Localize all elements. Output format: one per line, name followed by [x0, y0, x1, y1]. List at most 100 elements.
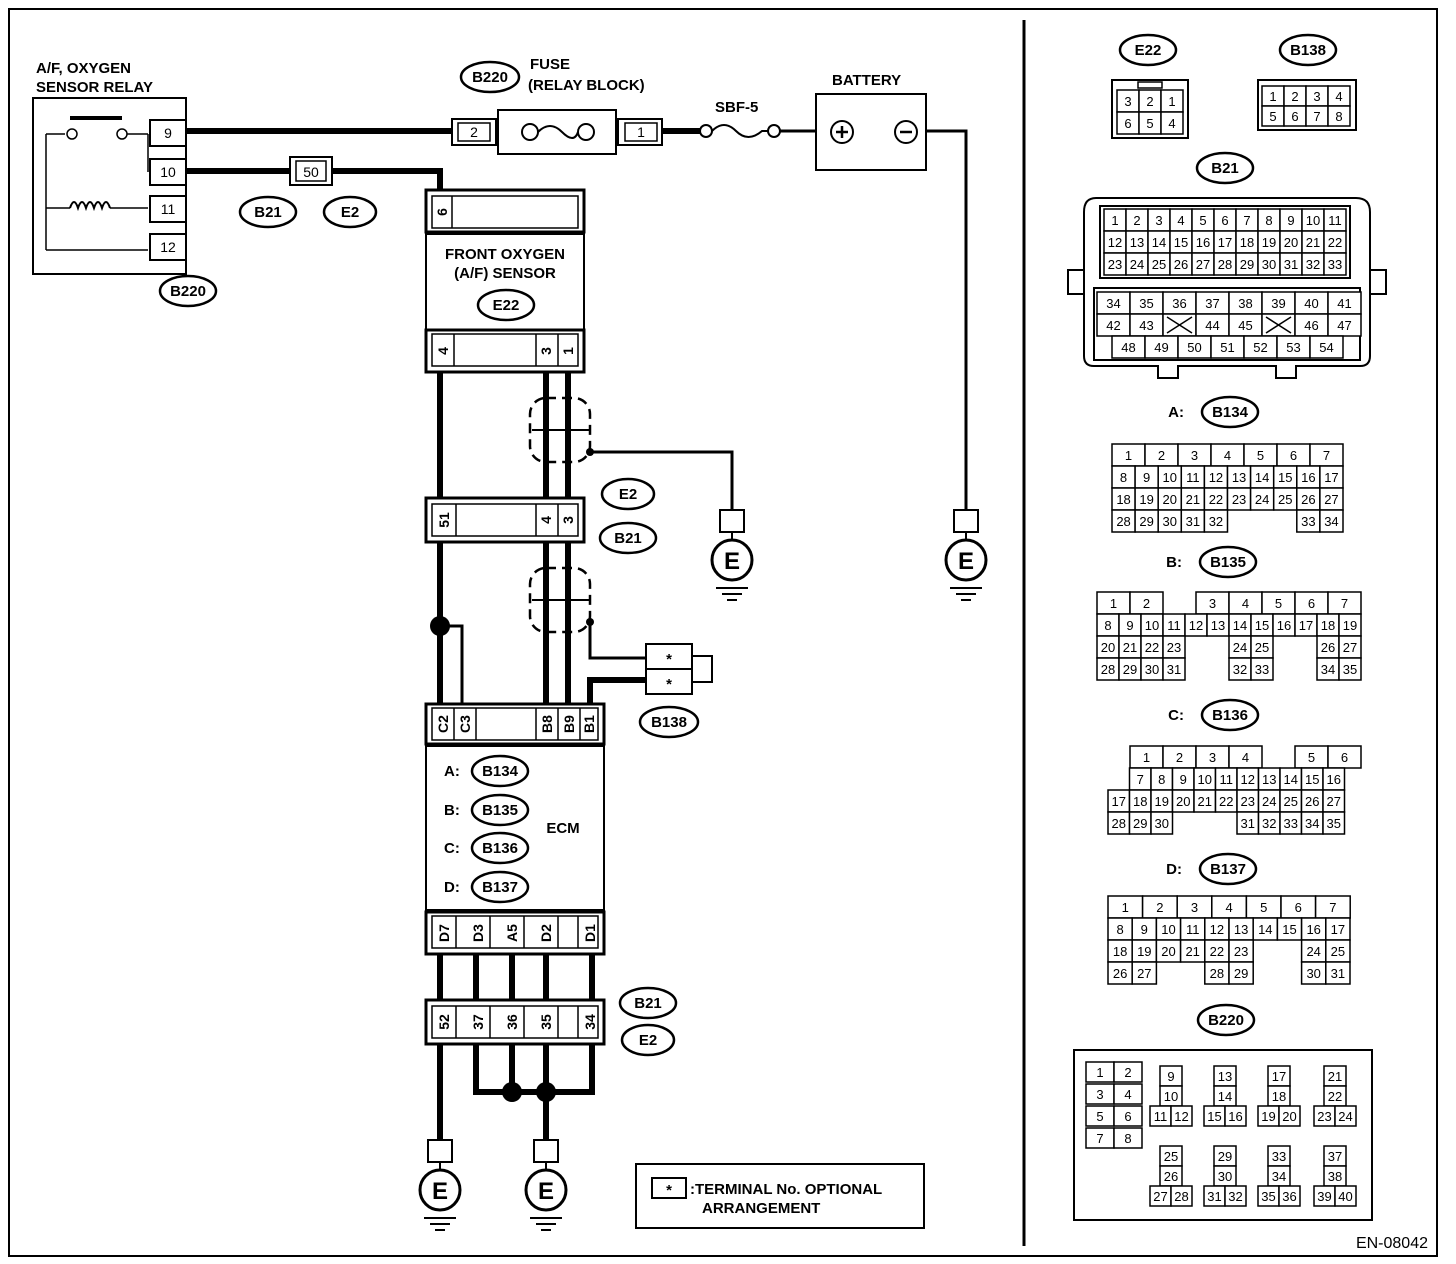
- tag-b135-prefix: B:: [1166, 554, 1182, 571]
- pin-cell: 30: [1218, 1169, 1232, 1184]
- pin-cell: 14: [1152, 235, 1166, 250]
- b220-group-bottom-3-a: 33: [1267, 1145, 1291, 1167]
- pin-cell: 28: [1210, 966, 1224, 981]
- pin-cell: 19: [1139, 492, 1153, 507]
- sensor-pin-6: 6: [434, 208, 450, 216]
- pin-cell: 19: [1262, 235, 1276, 250]
- mid-tag-b21: B21: [614, 530, 642, 547]
- pin-cell: 5: [1275, 596, 1282, 611]
- wires-bottom: [437, 954, 595, 1140]
- legend-line-2: ARRANGEMENT: [702, 1200, 820, 1217]
- pin-cell: 28: [1101, 662, 1115, 677]
- pin-cell: 11: [1154, 1109, 1168, 1124]
- tag-b134-code: B134: [1212, 404, 1249, 421]
- pin-cell: 30: [1306, 966, 1320, 981]
- b220-group-top-1-a: 9: [1159, 1065, 1183, 1087]
- pin-cell: 22: [1209, 492, 1223, 507]
- pin-cell: 54: [1319, 340, 1333, 355]
- fuse-title-1: FUSE: [530, 56, 570, 73]
- pin-cell: 31: [1331, 966, 1345, 981]
- pin-cell: 15: [1207, 1109, 1221, 1124]
- pin-cell: 1: [1110, 596, 1117, 611]
- joint-pin: 50: [303, 164, 319, 180]
- pin-cell: 27: [1327, 794, 1341, 809]
- pin-cell: 41: [1337, 296, 1351, 311]
- battery-label: BATTERY: [832, 72, 901, 89]
- ecm-pin-d3: D3: [470, 924, 486, 942]
- pin-cell: 17: [1272, 1069, 1286, 1084]
- pin-cell: 6: [1308, 596, 1315, 611]
- pin-cell: 10: [1164, 1089, 1178, 1104]
- pin-cell: 45: [1238, 318, 1252, 333]
- pin-cell: 21: [1185, 944, 1199, 959]
- pin-cell: 5: [1096, 1109, 1103, 1124]
- sensor-pin-1: 1: [560, 347, 576, 355]
- figure-code: EN-08042: [1356, 1235, 1428, 1252]
- ecm-ref-d: B137: [482, 879, 518, 896]
- ecm-label: ECM: [546, 820, 579, 837]
- pin-cell: 4: [1124, 1087, 1131, 1102]
- pin-cell: 1: [1111, 213, 1118, 228]
- legend-symbol: *: [666, 1182, 672, 1199]
- pin-cell: 21: [1186, 492, 1200, 507]
- pin-cell: 30: [1145, 662, 1159, 677]
- ecm-pin-d1: D1: [582, 924, 598, 942]
- relay-pins: 9 10 11 12: [149, 119, 187, 261]
- pin-cell: 19: [1155, 794, 1169, 809]
- pin-cell: 13: [1262, 772, 1276, 787]
- pin-cell: 50: [1187, 340, 1201, 355]
- pin-cell: 33: [1255, 662, 1269, 677]
- pin-cell: 11: [1186, 470, 1200, 485]
- b220-group-top-2-a: 13: [1213, 1065, 1237, 1087]
- pin-cell: 32: [1262, 816, 1276, 831]
- pin-cell: 2: [1291, 89, 1298, 104]
- pin-cell: 26: [1113, 966, 1127, 981]
- ground-2: E: [944, 509, 988, 601]
- ground-4: E: [524, 1139, 568, 1231]
- pin-cell: 3: [1124, 94, 1131, 109]
- pin-cell: 6: [1124, 1109, 1131, 1124]
- tag-b220: B220: [1196, 1003, 1256, 1037]
- pin-cell: 28: [1218, 257, 1232, 272]
- pin-cell: 33: [1301, 514, 1315, 529]
- pin-cell: 20: [1101, 640, 1115, 655]
- pin-cell: 14: [1233, 618, 1247, 633]
- bottom-tag-b21: B21: [634, 995, 662, 1012]
- pin-cell: 14: [1255, 470, 1269, 485]
- ecm-ref-b-prefix: B:: [444, 802, 460, 819]
- tag-b21-code: B21: [1211, 160, 1239, 177]
- pin-cell: 2: [1133, 213, 1140, 228]
- pin-cell: 52: [1253, 340, 1267, 355]
- pin-cell: 4: [1242, 750, 1249, 765]
- pin-cell: 20: [1176, 794, 1190, 809]
- pin-cell: 3: [1313, 89, 1320, 104]
- pin-cell: 21: [1328, 1069, 1342, 1084]
- pin-cell: 22: [1219, 794, 1233, 809]
- pin-cell: 4: [1225, 900, 1232, 915]
- optional-pin-1: *: [666, 651, 672, 668]
- pin-cell: 15: [1305, 772, 1319, 787]
- pin-cell: 18: [1240, 235, 1254, 250]
- pin-cell: 8: [1116, 922, 1123, 937]
- pin-cell: 9: [1143, 470, 1150, 485]
- pin-cell: 40: [1304, 296, 1318, 311]
- tag-b134-prefix: A:: [1168, 404, 1184, 421]
- ecm-pin-a5: A5: [504, 924, 520, 942]
- pin-cell: 13: [1130, 235, 1144, 250]
- pin-cell: 29: [1234, 966, 1248, 981]
- pin-cell: 15: [1174, 235, 1188, 250]
- bottom-pin-37: 37: [470, 1014, 486, 1030]
- pin-cell: 13: [1211, 618, 1225, 633]
- pin-cell: 17: [1299, 618, 1313, 633]
- pin-cell: 21: [1123, 640, 1137, 655]
- pin-cell: 18: [1133, 794, 1147, 809]
- pin-cell: 7: [1323, 448, 1330, 463]
